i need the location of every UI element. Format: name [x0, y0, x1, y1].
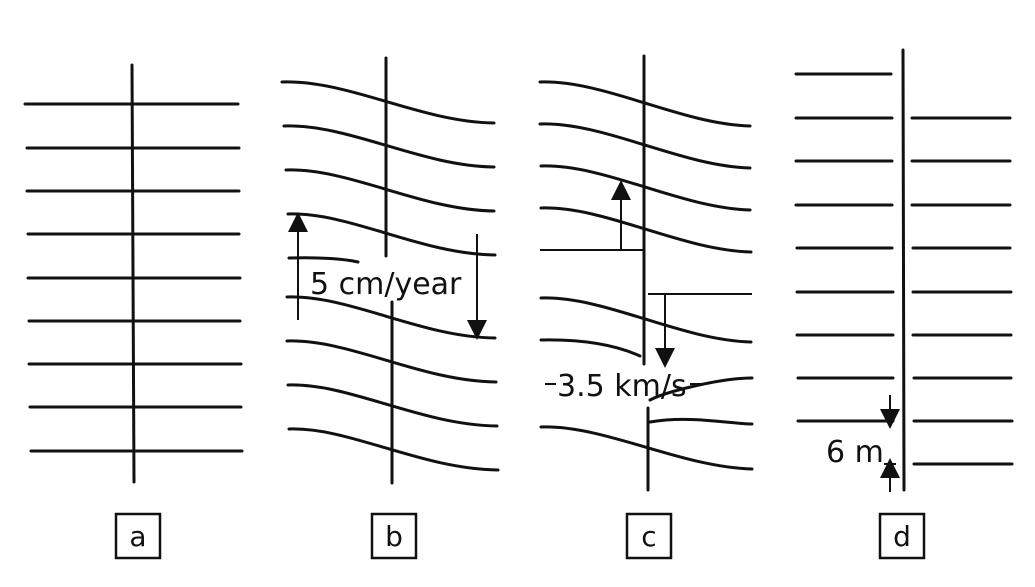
layer-curve [285, 339, 498, 384]
layer-curve [282, 124, 496, 169]
speed-label: 3.5 km/s [557, 369, 687, 404]
panel-label-c: c [641, 520, 656, 553]
layer-curve [286, 383, 499, 428]
panel-label-b: b [385, 520, 403, 553]
label-box-b [370, 512, 418, 560]
panel-label-a: a [129, 520, 146, 553]
layer-curve [284, 168, 496, 213]
panel-c: 3.5 km/s [538, 54, 754, 492]
layer-curve [539, 296, 753, 344]
panel-a [23, 63, 244, 484]
layer-curve [286, 212, 497, 257]
rate-label: 5 cm/year [310, 267, 462, 302]
layer-curve [539, 338, 642, 358]
label-box-d [878, 512, 926, 560]
fault-line [130, 63, 136, 484]
panel-label-d: d [893, 520, 911, 553]
layer-curve [539, 206, 753, 254]
offset-label: 6 m [826, 435, 884, 470]
layer-curve [538, 80, 752, 128]
layer-curve [287, 427, 500, 472]
layer-curve [648, 376, 754, 402]
layer-curve [538, 122, 752, 170]
label-box-c [625, 512, 673, 560]
panel-d: 6 m [794, 48, 1014, 492]
layer-curve [280, 80, 496, 125]
layer-curve [287, 256, 360, 264]
panel-b: 5 cm/year [280, 56, 500, 485]
panel-labels: a b c d [114, 512, 926, 560]
layer-curve [539, 164, 752, 212]
layer-curve [648, 417, 754, 426]
fault-line [901, 48, 906, 492]
layer-curve [539, 425, 754, 471]
label-box-a [114, 512, 162, 560]
